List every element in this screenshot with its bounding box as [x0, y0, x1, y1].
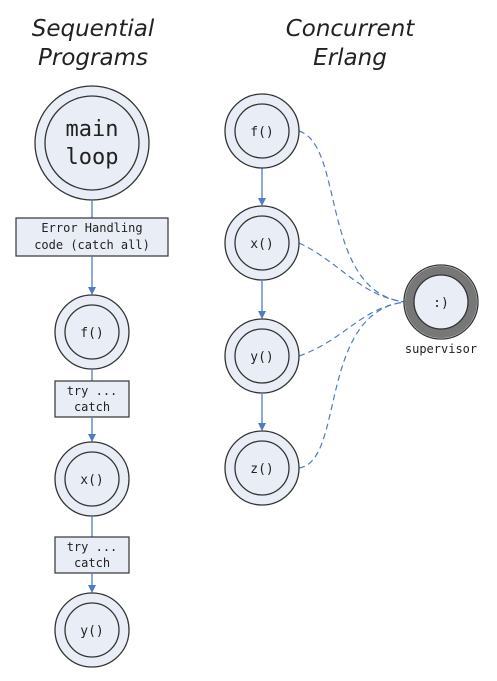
- right-title-line2: Erlang: [313, 45, 387, 71]
- left-title-line1: Sequential: [32, 16, 155, 42]
- try1-line1: try ...: [67, 384, 118, 398]
- right-node-x-label: x(): [250, 237, 273, 252]
- left-node-f-label: f(): [80, 326, 103, 341]
- left-node-y: y(): [54, 592, 130, 668]
- supervisor-symbol: :): [433, 296, 449, 311]
- try2-line1: try ...: [67, 540, 118, 554]
- try1-line2: catch: [74, 400, 110, 414]
- right-node-f-label: f(): [250, 125, 273, 140]
- right-node-y: y(): [224, 318, 300, 394]
- right-node-z: z(): [224, 430, 300, 506]
- main-loop-node: main loop: [34, 85, 150, 201]
- main-loop-label-line1: main: [66, 117, 119, 142]
- left-title-line2: Programs: [38, 45, 148, 71]
- left-node-f: f(): [54, 294, 130, 370]
- right-node-y-label: y(): [250, 350, 273, 365]
- error-box-line2: code (catch all): [34, 238, 150, 252]
- error-box-line1: Error Handling: [41, 221, 142, 235]
- left-node-x: x(): [54, 441, 130, 517]
- link-z-to-supervisor: [298, 301, 406, 469]
- link-y-to-supervisor: [298, 301, 406, 357]
- right-node-z-label: z(): [250, 462, 273, 477]
- link-x-to-supervisor: [298, 242, 406, 303]
- supervisor-node: :): [403, 264, 479, 340]
- error-handling-box: Error Handling code (catch all): [15, 217, 169, 257]
- link-f-to-supervisor: [298, 130, 406, 303]
- main-loop-label-line2: loop: [66, 145, 119, 170]
- left-node-y-label: y(): [80, 624, 103, 639]
- try-catch-box-1: try ... catch: [54, 380, 130, 418]
- supervisor-label: supervisor: [405, 342, 477, 356]
- right-node-x: x(): [224, 205, 300, 281]
- left-node-x-label: x(): [80, 473, 103, 488]
- try2-line2: catch: [74, 556, 110, 570]
- right-node-f: f(): [224, 93, 300, 169]
- right-title-line1: Concurrent: [286, 16, 416, 42]
- try-catch-box-2: try ... catch: [54, 536, 130, 574]
